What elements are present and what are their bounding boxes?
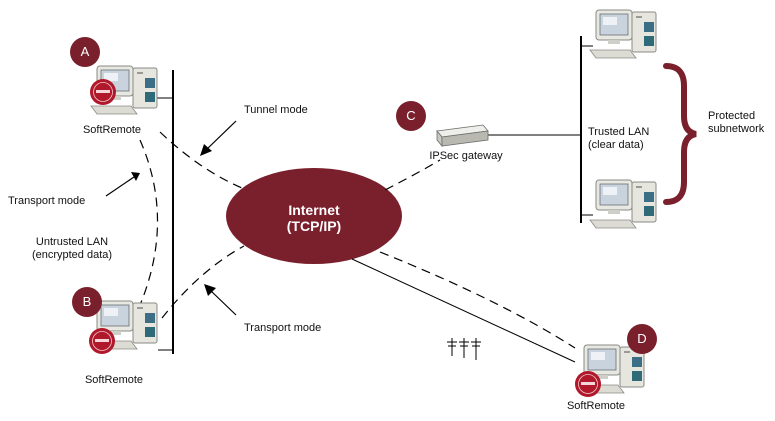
protected-line2: subnetwork <box>708 123 765 135</box>
tunnel-b-internet <box>161 245 245 319</box>
transport-mode-left-label: Transport mode <box>8 195 86 207</box>
badge-a: A <box>70 37 100 67</box>
trusted-lan-line2: (clear data) <box>588 139 644 151</box>
internet-title: Internet <box>288 202 340 218</box>
transport-a-b <box>139 139 159 306</box>
untrusted-lan-line2: (encrypted data) <box>31 249 113 261</box>
untrusted-lan-label: Untrusted LAN (encrypted data) <box>20 236 124 262</box>
untrusted-lan-line1: Untrusted LAN <box>35 236 109 248</box>
router-icon <box>436 124 489 148</box>
tunnel-a-internet <box>159 131 243 189</box>
badge-b: B <box>72 287 102 317</box>
arrow-transport-left <box>105 172 140 197</box>
brace-icon <box>663 63 697 205</box>
internet-subtitle: (TCP/IP) <box>286 218 342 234</box>
internet-cloud <box>226 168 402 264</box>
power-pole-icon <box>447 338 481 360</box>
node-c-label: IPSec gateway <box>429 150 503 162</box>
badge-c: C <box>396 101 426 131</box>
trusted-lan-label: Trusted LAN (clear data) <box>588 126 649 152</box>
protected-line1: Protected <box>708 110 756 122</box>
arrow-tunnel-mode <box>200 120 237 156</box>
trusted-lan-line1: Trusted LAN <box>588 126 650 138</box>
dialup-link <box>351 258 576 363</box>
node-d-label: SoftRemote <box>566 400 626 412</box>
internet-label: Internet (TCP/IP) <box>244 202 384 234</box>
tunnel-internet-d <box>379 251 576 349</box>
seal-icon <box>574 370 602 398</box>
protected-subnetwork-label: Protected subnetwork <box>708 110 764 136</box>
badge-d: D <box>627 324 657 354</box>
computer-icon <box>589 9 657 59</box>
computer-icon <box>589 179 657 229</box>
tunnel-internet-c <box>384 159 441 191</box>
transport-mode-bottom-label: Transport mode <box>244 322 322 334</box>
node-b-label: SoftRemote <box>84 374 144 386</box>
arrow-transport-bottom <box>204 284 237 316</box>
node-a-label: SoftRemote <box>82 124 142 136</box>
tunnel-mode-label: Tunnel mode <box>244 104 308 116</box>
seal-icon <box>89 78 117 106</box>
seal-icon <box>88 327 116 355</box>
